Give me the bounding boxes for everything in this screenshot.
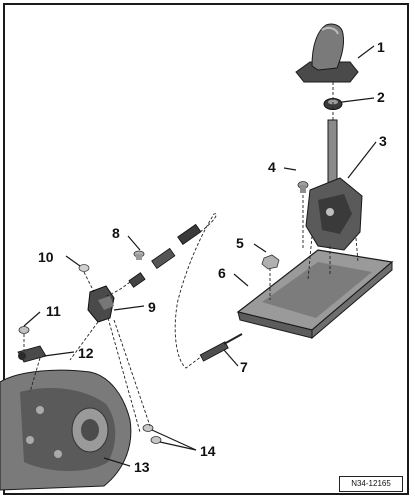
callout-5: 5 [236,235,244,251]
bracket-bolts-14 [142,424,162,444]
gearbox-lever-12 [17,345,47,363]
lever-bolt-11 [18,326,30,334]
nut-5 [261,254,280,270]
callout-6: 6 [218,265,226,281]
cable-clip-8 [133,250,145,260]
callout-labels: 1 2 3 4 5 6 7 8 9 10 11 12 13 14 [38,39,387,475]
bolt-4 [297,181,309,193]
callout-9: 9 [148,299,156,315]
callout-7: 7 [240,359,248,375]
callout-14: 14 [200,443,216,459]
selector-cable-end [199,333,243,362]
selector-lever-assembly [305,119,363,251]
selector-housing [236,249,394,340]
cable-bracket-9 [87,285,115,323]
callout-3: 3 [379,133,387,149]
figure-reference: N34-12165 [339,476,403,492]
callout-10: 10 [38,249,54,265]
leader-lines [23,45,377,467]
selector-cable-sleeve [128,223,202,288]
callout-2: 2 [377,89,385,105]
callout-8: 8 [112,225,120,241]
callout-12: 12 [78,345,94,361]
callout-1: 1 [377,39,385,55]
assembly-dash-lines [23,82,359,433]
transmission-13 [0,369,132,491]
bracket-bolt-10 [78,264,90,272]
selector-knob [295,23,359,83]
diagram-frame [3,3,409,495]
callout-13: 13 [134,459,150,475]
callout-11: 11 [46,303,61,319]
callout-4: 4 [268,159,276,175]
